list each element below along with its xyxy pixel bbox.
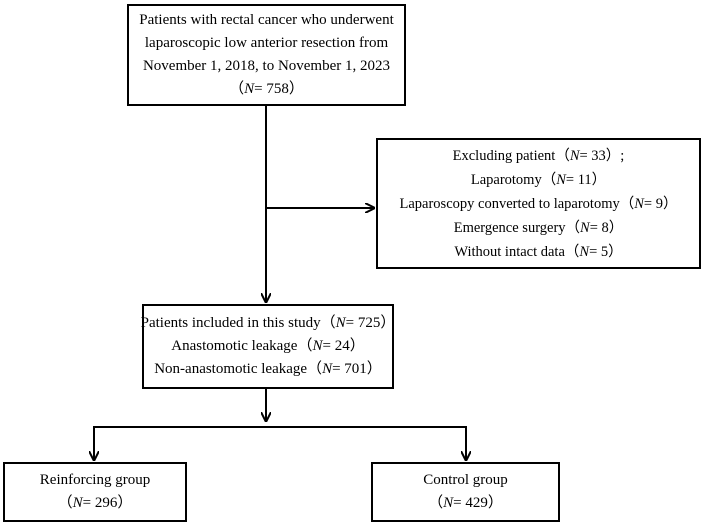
- box-initial-patients: Patients with rectal cancer who underwen…: [127, 4, 406, 106]
- box-control-group: Control group （N= 429）: [371, 462, 560, 522]
- reinforcing-label: Reinforcing group: [39, 472, 151, 488]
- box-excluded-patients: Excluding patient（N= 33）; Laparotomy（N= …: [376, 138, 701, 269]
- excluded-item-emergence: Emergence surgery（N= 8）: [453, 219, 624, 236]
- excluded-item-laparotomy: Laparotomy（N= 11）: [470, 171, 607, 188]
- control-label: Control group: [423, 472, 508, 488]
- included-item-non-leakage: Non-anastomotic leakage（N= 701）: [154, 361, 382, 377]
- initial-line-2: laparoscopic low anterior resection from: [144, 35, 389, 51]
- control-count: （N= 429）: [428, 495, 503, 511]
- included-title: Patients included in this study（N= 725）: [140, 315, 396, 331]
- initial-line-3: November 1, 2018, to November 1, 2023: [142, 58, 391, 74]
- reinforcing-count: （N= 296）: [57, 495, 133, 511]
- excluded-item-converted: Laparoscopy converted to laparotomy（N= 9…: [399, 195, 678, 212]
- box-reinforcing-group: Reinforcing group （N= 296）: [3, 462, 187, 522]
- initial-line-1: Patients with rectal cancer who underwen…: [139, 12, 394, 28]
- box-included-patients: Patients included in this study（N= 725） …: [140, 304, 396, 389]
- excluded-item-without-data: Without intact data（N= 5）: [454, 243, 623, 260]
- excluded-title: Excluding patient（N= 33）;: [452, 147, 625, 164]
- initial-count: （N= 758）: [229, 81, 304, 97]
- included-item-leakage: Anastomotic leakage（N= 24）: [171, 338, 365, 354]
